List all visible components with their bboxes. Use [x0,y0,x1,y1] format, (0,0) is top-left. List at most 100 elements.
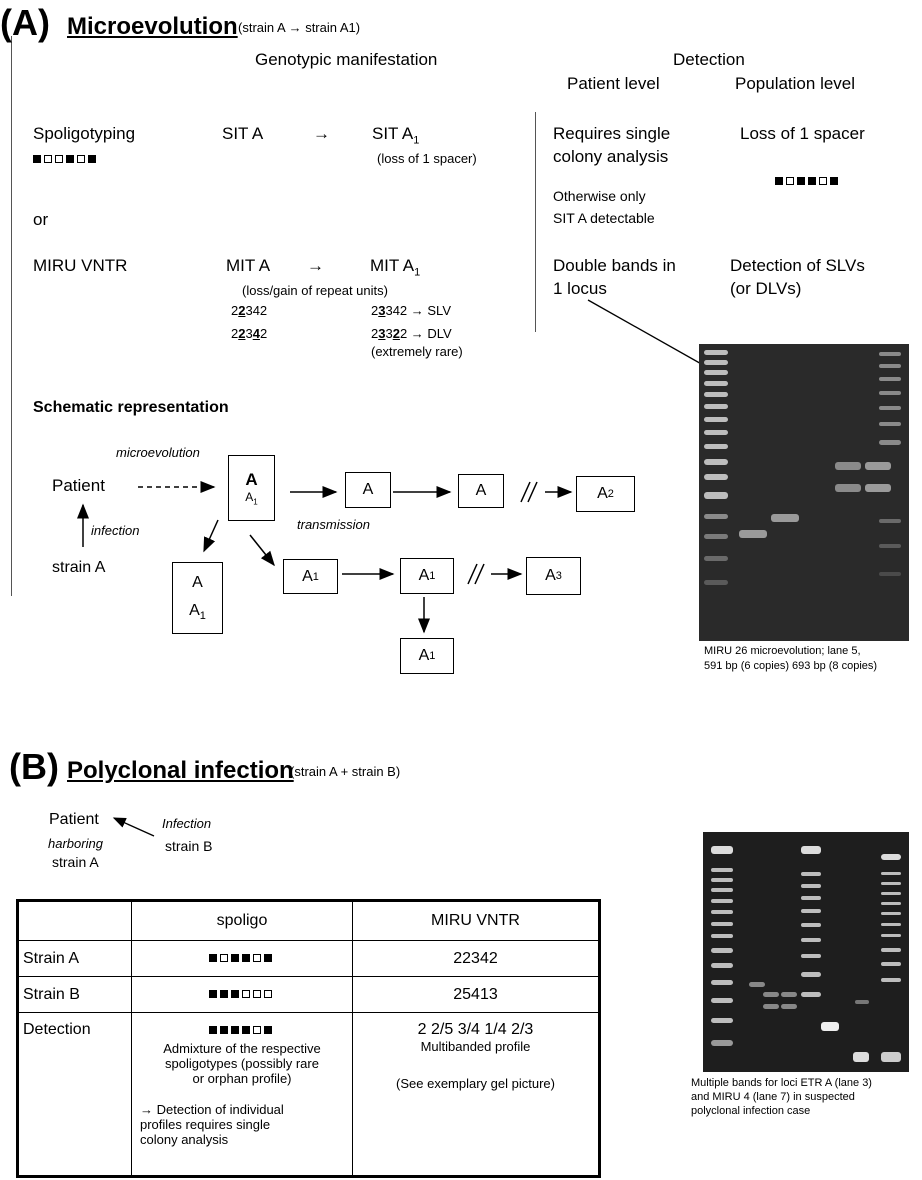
miru-row1-right: 23342 → SLV [371,303,451,318]
b-strain-a: strain A [52,854,99,870]
section-a-subtitle: (strain A → strain A1) [238,20,361,35]
lane-band [763,1004,779,1009]
schematic-arrows [77,481,573,634]
table-header-empty [17,900,132,941]
loss-spacer-note: (loss of 1 spacer) [377,151,477,166]
table-row: Strain B 25413 [17,976,600,1013]
detection-spoligo-cell: Admixture of the respective spoligotypes… [131,1012,353,1177]
row-label: Detection [17,1012,132,1177]
section-a-letter: (A) [0,2,50,43]
section-b-letter: (B) [9,746,59,787]
lane-band [835,484,861,492]
box-a-a1-main: A A1 [228,455,275,521]
gel-b-caption-2: and MIRU 4 (lane 7) in suspected [691,1091,855,1103]
lane-band [739,530,767,538]
sit-a: SIT A [222,124,264,143]
detection-note-2: profiles requires single [140,1117,271,1132]
gel-b-caption-1: Multiple bands for loci ETR A (lane 3) [691,1077,872,1089]
spoligotyping-label: Spoligotyping [33,124,136,143]
section-a-left-rule [11,36,12,596]
spacer-empty [77,154,85,163]
table-row-detection: Detection Admixture of the respective sp… [17,1012,600,1177]
table-header-spoligo: spoligo [131,900,353,941]
lane-band [853,1052,869,1062]
gel-pointer-arrow [587,299,714,371]
b-strain-b: strain B [165,838,213,854]
detection-divider [535,112,536,332]
arrow-down-right [249,534,275,567]
miru-row2-right: 23322 → DLV [371,326,452,341]
strain-a-label: strain A [52,559,106,576]
lane-band [781,992,797,997]
spoligo-pattern [140,1021,344,1039]
section-a-title: Microevolution [67,13,238,40]
admixture-line-2: spoligotypes (possibly rare [165,1056,319,1071]
gel-image-polyclonal [703,832,909,1072]
lane-band [771,514,799,522]
spacer-empty [819,176,827,185]
break-mark-1 [520,481,538,503]
detection-note-3: colony analysis [140,1132,229,1147]
ladder-b-right [881,832,903,1072]
requires-single: Requires single [553,124,671,143]
table-header-miru: MIRU VNTR [352,900,600,941]
detection-slvs: Detection of SLVs [730,256,865,275]
section-b-title: Polyclonal infection [67,757,294,784]
lane-band [763,992,779,997]
colony-analysis: colony analysis [553,147,669,166]
gel-b-caption-3: polyclonal infection case [691,1105,811,1117]
table-row: Strain A 22342 [17,940,600,977]
box-a-2: A [458,474,504,508]
row-label: Strain B [17,976,132,1013]
b-infection: Infection [162,816,212,831]
mit-arrow: → [307,256,324,275]
or-dlvs: (or DLVs) [730,279,802,298]
spacer-filled [775,176,783,185]
spoligo-pattern [131,940,353,977]
patient-label: Patient [52,476,105,495]
lane-band [835,462,861,470]
otherwise-only: Otherwise only [553,188,646,204]
detection-note-1: → Detection of individual [140,1102,284,1117]
infection-label: infection [91,523,140,538]
lane-band [855,1000,869,1004]
sit-a1: SIT A1 [372,124,420,147]
miru-row2-left: 22342 [231,326,268,341]
table-header-row: spoligo MIRU VNTR [17,900,600,941]
spacer-filled [66,154,74,163]
admixture-line-1: Admixture of the respective [163,1041,321,1056]
box-a-a1-mixed: A A1 [172,562,223,634]
ladder-right [879,344,905,641]
section-b-subtitle: (strain A + strain B) [290,764,401,779]
gel-a-caption-1: MIRU 26 microevolution; lane 5, [704,645,861,657]
miru-value: 25413 [352,976,600,1013]
admixture-line-3: or orphan profile) [192,1071,292,1086]
spacer-empty [55,154,63,163]
detection-header: Detection [673,50,745,69]
genotypic-header: Genotypic manifestation [255,50,438,69]
b-harboring: harboring [48,836,103,851]
lane-band [865,462,891,470]
spacer-empty [44,154,52,163]
spacer-filled [797,176,805,185]
break-mark-2 [467,563,485,585]
spoligo-pattern [131,976,353,1013]
spacer-filled [808,176,816,185]
double-bands: Double bands in [553,256,676,275]
one-locus: 1 locus [553,279,607,298]
population-level-header: Population level [735,74,856,93]
patient-level-header: Patient level [567,74,660,93]
lane-band [821,1022,839,1031]
multibanded-profile: Multibanded profile [420,1039,531,1054]
loss-of-spacer: Loss of 1 spacer [740,124,865,143]
or-label: or [33,210,49,229]
sit-a-detectable: SIT A detectable [553,210,655,226]
mit-a: MIT A [226,256,271,275]
ladder-b-mid [801,832,823,1072]
lane-band [865,484,891,492]
miru-row1-left: 22342 [231,303,268,318]
lane-band [749,982,765,987]
